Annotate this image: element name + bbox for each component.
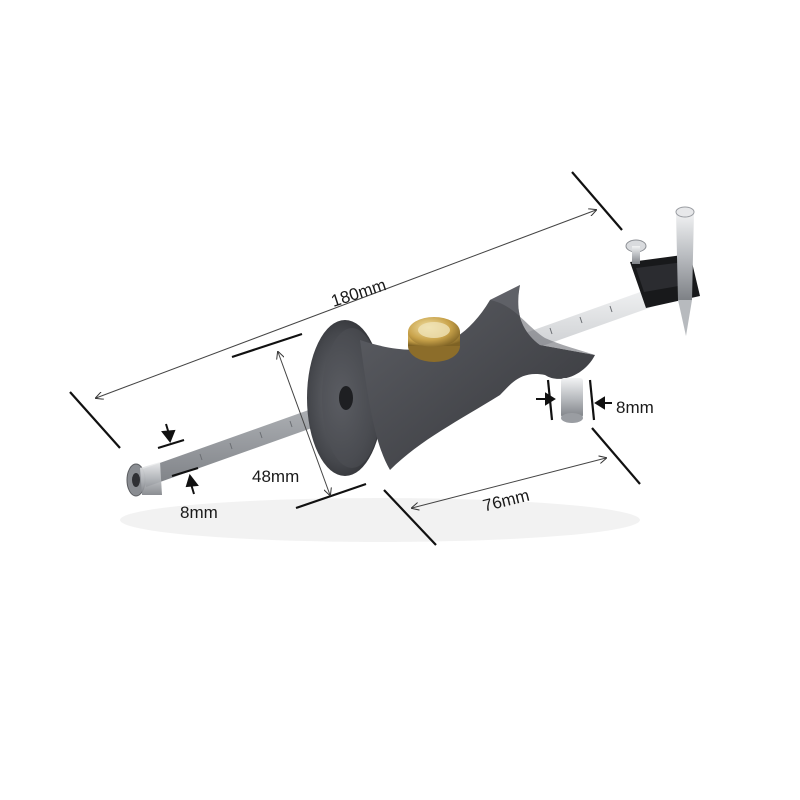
cutter-head (625, 206, 700, 336)
fence-body (360, 285, 595, 470)
brass-lock-knob (408, 317, 460, 362)
beam-diameter-label: 8mm (180, 503, 218, 522)
reference-pin (561, 378, 583, 423)
end-cap-screw (126, 462, 162, 497)
solid-arrows (161, 392, 612, 495)
fence-diameter-label: 48mm (252, 467, 299, 486)
pin-diameter-label: 8mm (616, 398, 654, 417)
length-label: 180mm (329, 275, 389, 311)
dimension-arrows (96, 210, 606, 508)
